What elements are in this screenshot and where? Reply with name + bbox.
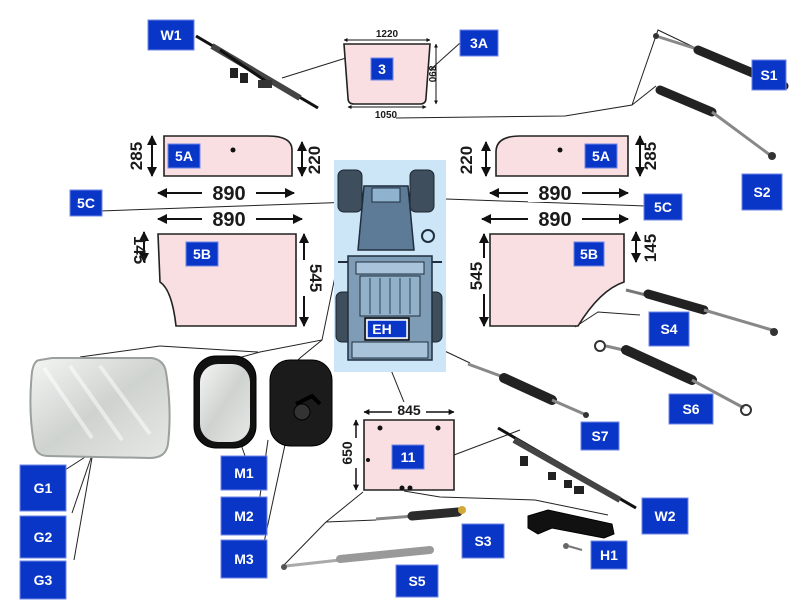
dim-upper-left-h2: 220 [305, 146, 324, 174]
label-5b-right: 5B [580, 246, 598, 262]
front-window-dimensions: 845 650 [339, 402, 455, 491]
label-box-w2 [641, 497, 689, 535]
wiper-w1 [195, 34, 319, 110]
label-s5: S5 [408, 573, 425, 589]
dim-front-width: 845 [397, 402, 421, 418]
label-box-w1 [147, 19, 195, 51]
gas-strut-s6 [594, 340, 752, 416]
label-box-11 [391, 444, 425, 470]
label-box-3a [459, 29, 499, 57]
rear-window-dimensions: 1220 890 1050 [343, 29, 438, 121]
dim-rear-height: 890 [426, 66, 437, 83]
label-box-m3 [220, 539, 268, 579]
label-box-g2 [19, 515, 67, 559]
label-m1: M1 [234, 465, 254, 481]
door-handle-h1 [527, 509, 615, 551]
dim-lower-left-h1: 145 [130, 236, 149, 264]
label-box-5c-right [643, 193, 683, 221]
dim-upper-right-h1: 220 [457, 146, 476, 174]
dim-rear-top: 1220 [376, 29, 399, 40]
label-3: 3 [378, 61, 386, 77]
label-boxes: W1 3A 3 S1 S2 5A 5A 5C 5C 5B 5B S4 S6 S7… [19, 19, 787, 600]
label-s6: S6 [682, 401, 699, 417]
label-s4: S4 [660, 321, 677, 337]
dim-upper-right-h2: 285 [641, 142, 660, 170]
label-box-h1 [590, 540, 628, 570]
dim-width-left-2: 890 [212, 209, 245, 231]
label-box-m2 [220, 496, 268, 536]
label-s3: S3 [474, 533, 491, 549]
dim-upper-left-h1: 285 [127, 142, 146, 170]
label-box-5c-left [69, 189, 103, 217]
label-box-s5 [395, 564, 439, 598]
gas-strut-s2 [655, 85, 776, 160]
lower-window-dimensions: 145 545 545 145 [130, 231, 660, 327]
width-dimensions: 890 890 890 890 [157, 182, 629, 231]
mirror-m1 [193, 355, 257, 449]
label-m2: M2 [234, 508, 254, 524]
dim-width-right-1: 890 [538, 183, 571, 205]
gas-strut-s7 [467, 362, 589, 418]
dim-lower-left-h2: 545 [306, 264, 325, 292]
label-w1: W1 [161, 27, 182, 43]
label-g1: G1 [34, 480, 53, 496]
dim-width-left-1: 890 [212, 183, 245, 205]
label-box-5a-left [167, 143, 201, 169]
label-5b-left: 5B [193, 246, 211, 262]
dim-width-right-2: 890 [538, 209, 571, 231]
label-box-s4 [648, 311, 690, 347]
label-m3: M3 [234, 551, 254, 567]
label-s7: S7 [591, 428, 608, 444]
gas-strut-s3 [375, 506, 466, 521]
label-box-3 [370, 57, 394, 81]
label-box-m1 [220, 455, 268, 491]
label-box-s1 [751, 59, 787, 91]
label-box-5b-left [185, 241, 219, 267]
mirror-m2 [269, 359, 333, 447]
label-box-s2 [741, 173, 783, 211]
gas-strut-s5 [281, 546, 434, 570]
label-w2: W2 [655, 508, 676, 524]
dim-lower-right-h2: 145 [641, 234, 660, 262]
label-eh: EH [372, 321, 391, 337]
label-g3: G3 [34, 572, 53, 588]
label-box-5b-right [573, 241, 605, 267]
label-3a: 3A [470, 35, 488, 51]
label-h1: H1 [600, 547, 618, 563]
upper-window-dimensions: 285 220 220 285 [127, 135, 660, 177]
label-box-s3 [461, 523, 505, 559]
label-5c-right: 5C [654, 199, 672, 215]
label-box-g1 [19, 464, 67, 512]
label-s1: S1 [760, 67, 777, 83]
label-11: 11 [401, 449, 416, 465]
dim-lower-right-h1: 545 [467, 262, 486, 290]
lower-side-window-left [157, 233, 297, 327]
label-g2: G2 [34, 529, 53, 545]
wiper-w2 [497, 426, 637, 510]
label-box-s6 [668, 393, 714, 425]
label-box-s7 [580, 421, 620, 451]
label-s2: S2 [753, 184, 770, 200]
gas-strut-s4 [625, 288, 778, 336]
dim-front-height: 650 [339, 441, 355, 465]
label-5a-right: 5A [592, 148, 610, 164]
tractor-top-view [334, 160, 446, 372]
label-5a-left: 5A [175, 148, 193, 164]
label-box-5a-right [584, 143, 618, 169]
eh-badge [366, 319, 408, 339]
dim-rear-bottom: 1050 [375, 110, 398, 121]
label-box-g3 [19, 560, 67, 600]
label-5c-left: 5C [77, 195, 95, 211]
